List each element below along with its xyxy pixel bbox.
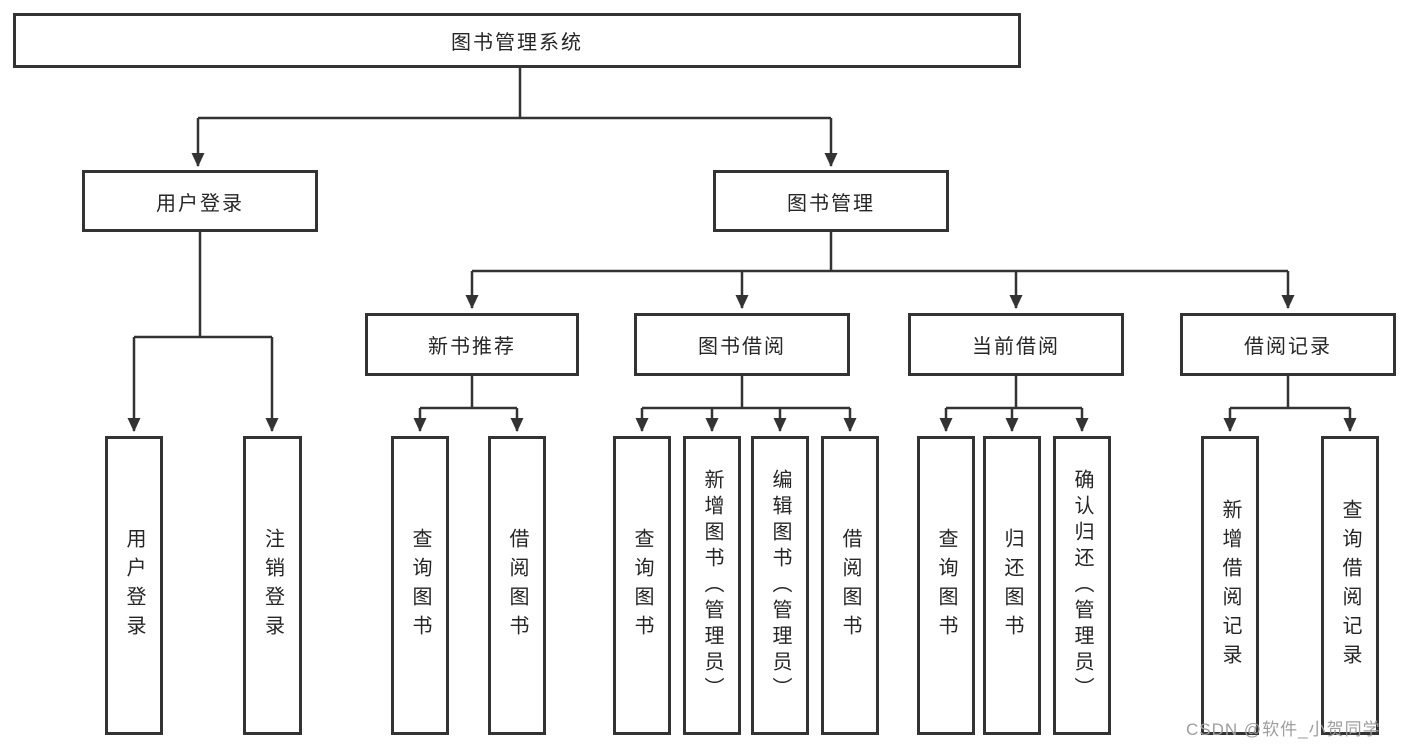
leaf-label: 确认归还（管理员）	[1071, 468, 1093, 703]
node-leaf-query-books-borrow: 查询图书	[613, 436, 671, 735]
node-current-borrow: 当前借阅	[908, 313, 1124, 376]
node-leaf-query-books-recommend: 查询图书	[391, 436, 449, 735]
node-leaf-borrow-books-recommend: 借阅图书	[488, 436, 546, 735]
leaf-label: 归还图书	[1001, 527, 1023, 644]
leaf-label: 借阅图书	[839, 527, 861, 644]
node-library-management-system: 图书管理系统	[13, 13, 1021, 68]
leaf-label: 查询图书	[935, 527, 957, 644]
leaf-label: 借阅图书	[506, 527, 528, 644]
node-book-borrow: 图书借阅	[634, 313, 850, 376]
leaf-label: 用户登录	[123, 527, 145, 644]
node-leaf-edit-books-admin: 编辑图书（管理员）	[751, 436, 809, 735]
leaf-label: 查询图书	[409, 527, 431, 644]
node-user-login: 用户登录	[82, 170, 318, 232]
leaf-label: 新增图书（管理员）	[701, 468, 723, 703]
node-leaf-query-borrow-record: 查询借阅记录	[1321, 436, 1379, 735]
leaf-label: 注销登录	[261, 527, 284, 644]
node-leaf-return-books: 归还图书	[983, 436, 1041, 735]
node-book-management: 图书管理	[713, 170, 949, 232]
node-leaf-user-login: 用户登录	[105, 436, 163, 735]
node-leaf-query-books-current: 查询图书	[917, 436, 975, 735]
leaf-label: 查询借阅记录	[1339, 498, 1361, 673]
node-leaf-confirm-return-admin: 确认归还（管理员）	[1053, 436, 1111, 735]
leaf-label: 新增借阅记录	[1219, 498, 1241, 673]
node-new-book-recommend: 新书推荐	[365, 313, 579, 376]
node-borrow-records: 借阅记录	[1180, 313, 1396, 376]
node-leaf-logout-login: 注销登录	[243, 436, 302, 735]
node-leaf-add-borrow-record: 新增借阅记录	[1201, 436, 1259, 735]
node-leaf-add-books-admin: 新增图书（管理员）	[683, 436, 741, 735]
node-leaf-borrow-books: 借阅图书	[821, 436, 879, 735]
csdn-watermark: CSDN @软件_小贺同学	[1186, 720, 1381, 739]
leaf-label: 查询图书	[631, 527, 653, 644]
leaf-label: 编辑图书（管理员）	[769, 468, 791, 703]
